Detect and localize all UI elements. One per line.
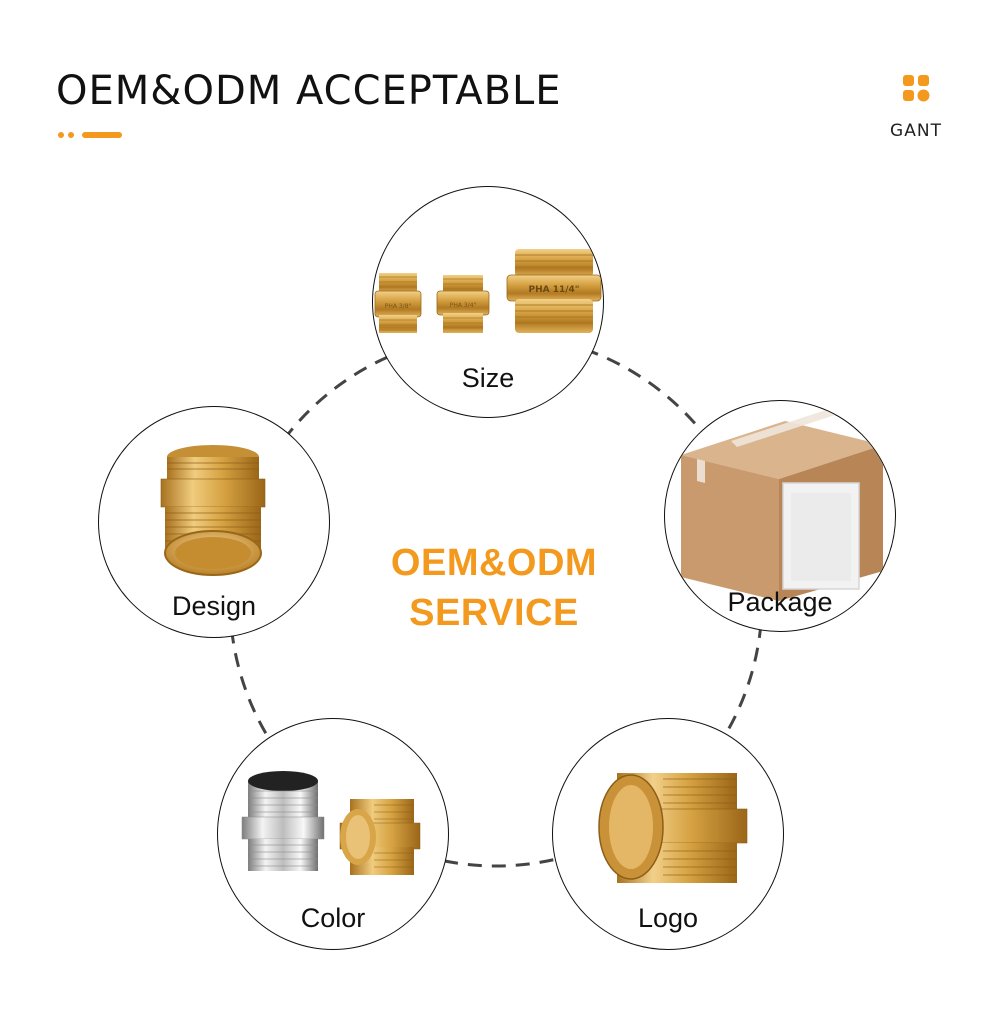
underline-dot: [58, 132, 64, 138]
node-size: PHA 3/8" PHA 3/4" PHA 11/4" Size: [372, 186, 604, 418]
node-label-size: Size: [461, 363, 515, 393]
fitting-small-1: [374, 273, 422, 333]
fitting-small-2: [436, 275, 490, 333]
brass-fitting: [339, 799, 421, 875]
brand: GANT: [880, 74, 952, 141]
service-heading-line1: OEM&ODM: [390, 542, 598, 584]
fitting-large: [506, 249, 602, 333]
brand-logo-icon: [903, 75, 930, 102]
logo-fitting-image: [598, 773, 748, 883]
node-label-logo: Logo: [637, 903, 699, 933]
size-fittings-image: PHA 3/8" PHA 3/4" PHA 11/4": [374, 249, 602, 333]
node-label-design: Design: [171, 591, 257, 621]
node-logo: Logo: [552, 718, 784, 950]
chrome-fitting: [241, 771, 325, 871]
stamp-small-1: PHA 3/8": [385, 303, 412, 310]
service-heading-line2: SERVICE: [409, 592, 579, 634]
color-fittings-image: [241, 771, 421, 875]
node-color: Color: [217, 718, 449, 950]
node-design: Design: [98, 406, 330, 638]
stamp-small-2: PHA 3/4": [450, 302, 477, 309]
page-title: OEM&ODM ACCEPTABLE: [56, 68, 562, 114]
underline-dot: [68, 132, 74, 138]
package-box-image: [681, 409, 883, 601]
title-underline: [58, 131, 122, 139]
node-label-color: Color: [300, 903, 366, 933]
node-label-package: Package: [727, 587, 833, 617]
service-heading: OEM&ODM SERVICE: [344, 538, 644, 638]
underline-bar: [82, 132, 122, 138]
node-package: Package: [664, 400, 896, 632]
design-fitting-image: [160, 445, 266, 576]
brand-name: GANT: [890, 121, 942, 141]
stamp-large: PHA 11/4": [529, 285, 580, 295]
